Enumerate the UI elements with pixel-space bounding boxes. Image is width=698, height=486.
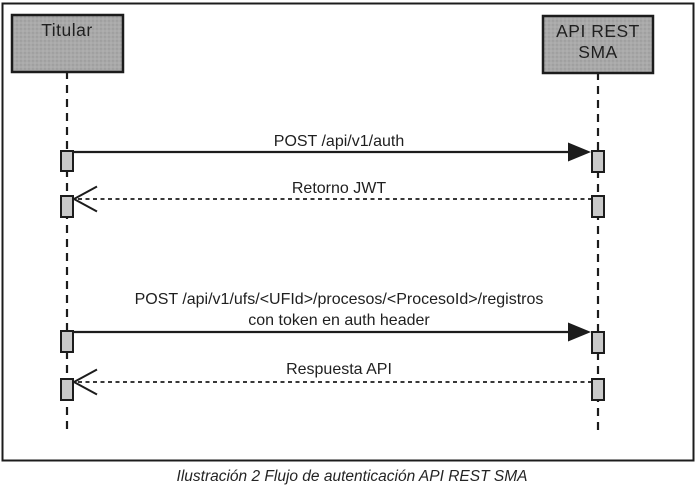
message-post-auth-label: POST /api/v1/auth [274,133,404,150]
actor-api-rest-sma-label-line2: SMA [578,42,617,62]
message-post-registros: POST /api/v1/ufs/<UFId>/procesos/<Proces… [73,291,591,342]
activation-bar [60,195,74,218]
message-post-registros-label-line2: con token en auth header [248,312,430,329]
activation-bar [591,150,605,173]
figure-caption: Ilustración 2 Flujo de autenticación API… [177,468,528,485]
message-post-auth: POST /api/v1/auth [73,133,591,162]
activation-bar [60,150,74,172]
activations-titular [60,150,74,401]
actor-api-rest-sma-label-line1: API REST [556,21,640,41]
message-respuesta-api: Respuesta API [71,361,592,396]
message-respuesta-api-label: Respuesta API [286,361,392,378]
activation-bar [60,378,74,401]
activation-bar [591,331,605,354]
message-retorno-jwt-label: Retorno JWT [292,180,386,197]
message-retorno-jwt: Retorno JWT [71,180,592,213]
activation-bar [591,195,605,218]
actor-titular-label: Titular [41,20,92,40]
activations-api-rest-sma [591,150,605,401]
actor-api-rest-sma-texture [544,17,652,72]
message-post-registros-label: POST /api/v1/ufs/<UFId>/procesos/<Proces… [135,291,544,308]
activation-bar [591,378,605,401]
diagram-frame [1,2,695,462]
actor-titular: Titular [10,13,125,74]
activation-bar [60,330,74,353]
actor-api-rest-sma: API REST SMA [541,14,655,75]
filled-arrowhead-icon [568,142,591,162]
filled-arrowhead-icon [568,322,591,342]
actor-titular-texture [13,16,122,71]
